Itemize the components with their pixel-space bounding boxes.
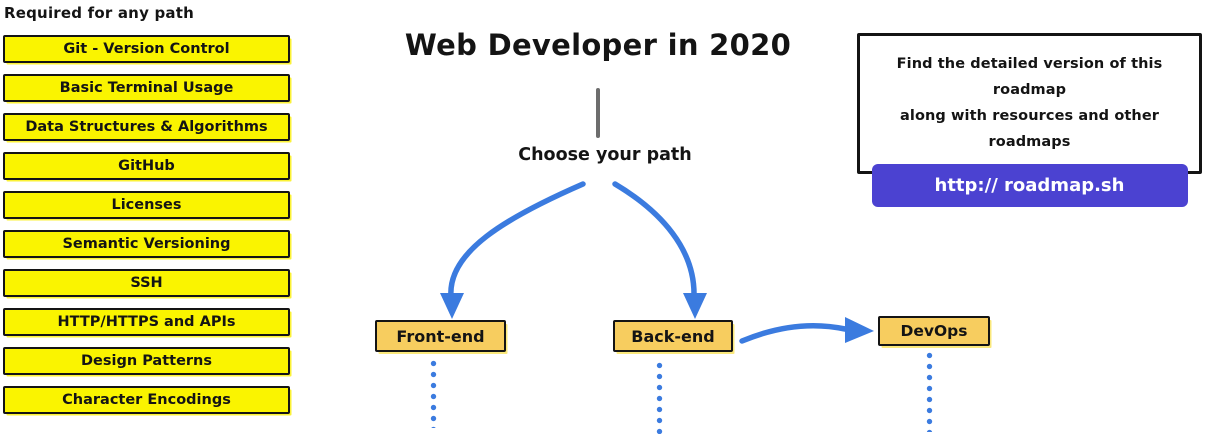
dotted-connector-devops [926,352,933,432]
required-section-heading: Required for any path [4,4,194,22]
dotted-connector-frontend [430,360,437,428]
required-topic-label: Data Structures & Algorithms [25,119,268,135]
required-topic-semver[interactable]: Semantic Versioning [3,230,290,258]
required-topic-licenses[interactable]: Licenses [3,191,290,219]
required-topic-dsa[interactable]: Data Structures & Algorithms [3,113,290,141]
path-node-label: DevOps [900,322,968,340]
path-node-label: Front-end [396,326,485,346]
required-topic-label: Semantic Versioning [62,236,231,252]
path-node-backend[interactable]: Back-end [613,320,733,352]
required-topic-label: Basic Terminal Usage [59,80,234,96]
info-line-2: along with resources and other roadmaps [899,108,1160,150]
path-node-label: Back-end [631,326,715,346]
roadmap-url-button[interactable]: http:// roadmap.sh [871,164,1188,207]
required-topic-git[interactable]: Git - Version Control [3,35,290,63]
required-topic-ssh[interactable]: SSH [3,269,290,297]
required-topics-list: Git - Version Control Basic Terminal Usa… [3,35,290,414]
arrow-to-devops [739,322,848,344]
dotted-connector-backend [656,362,663,434]
arrow-to-backend [612,181,697,299]
arrowhead-backend-icon [683,293,707,319]
required-topic-label: GitHub [118,158,175,174]
info-line-1: Find the detailed version of this roadma… [896,56,1163,98]
path-node-devops[interactable]: DevOps [878,316,990,346]
required-topic-label: Licenses [111,197,182,213]
required-topic-design-patterns[interactable]: Design Patterns [3,347,290,375]
path-node-frontend[interactable]: Front-end [375,320,506,352]
required-topic-label: HTTP/HTTPS and APIs [57,314,236,330]
choose-path-label: Choose your path [518,145,692,165]
required-topic-http[interactable]: HTTP/HTTPS and APIs [3,308,290,336]
required-topic-encodings[interactable]: Character Encodings [3,386,290,414]
required-topic-github[interactable]: GitHub [3,152,290,180]
arrowhead-frontend-icon [440,293,464,319]
info-box: Find the detailed version of this roadma… [857,33,1202,207]
required-topic-label: SSH [130,275,163,291]
required-topic-label: Design Patterns [80,353,213,369]
arrowhead-devops-icon [845,317,874,343]
required-topic-label: Git - Version Control [63,41,230,57]
roadmap-url-label: http:// roadmap.sh [934,175,1125,196]
page-title: Web Developer in 2020 [404,28,792,62]
required-topic-terminal[interactable]: Basic Terminal Usage [3,74,290,102]
required-topic-label: Character Encodings [62,392,231,408]
arrow-to-frontend [448,181,586,299]
title-connector-line [596,88,600,138]
